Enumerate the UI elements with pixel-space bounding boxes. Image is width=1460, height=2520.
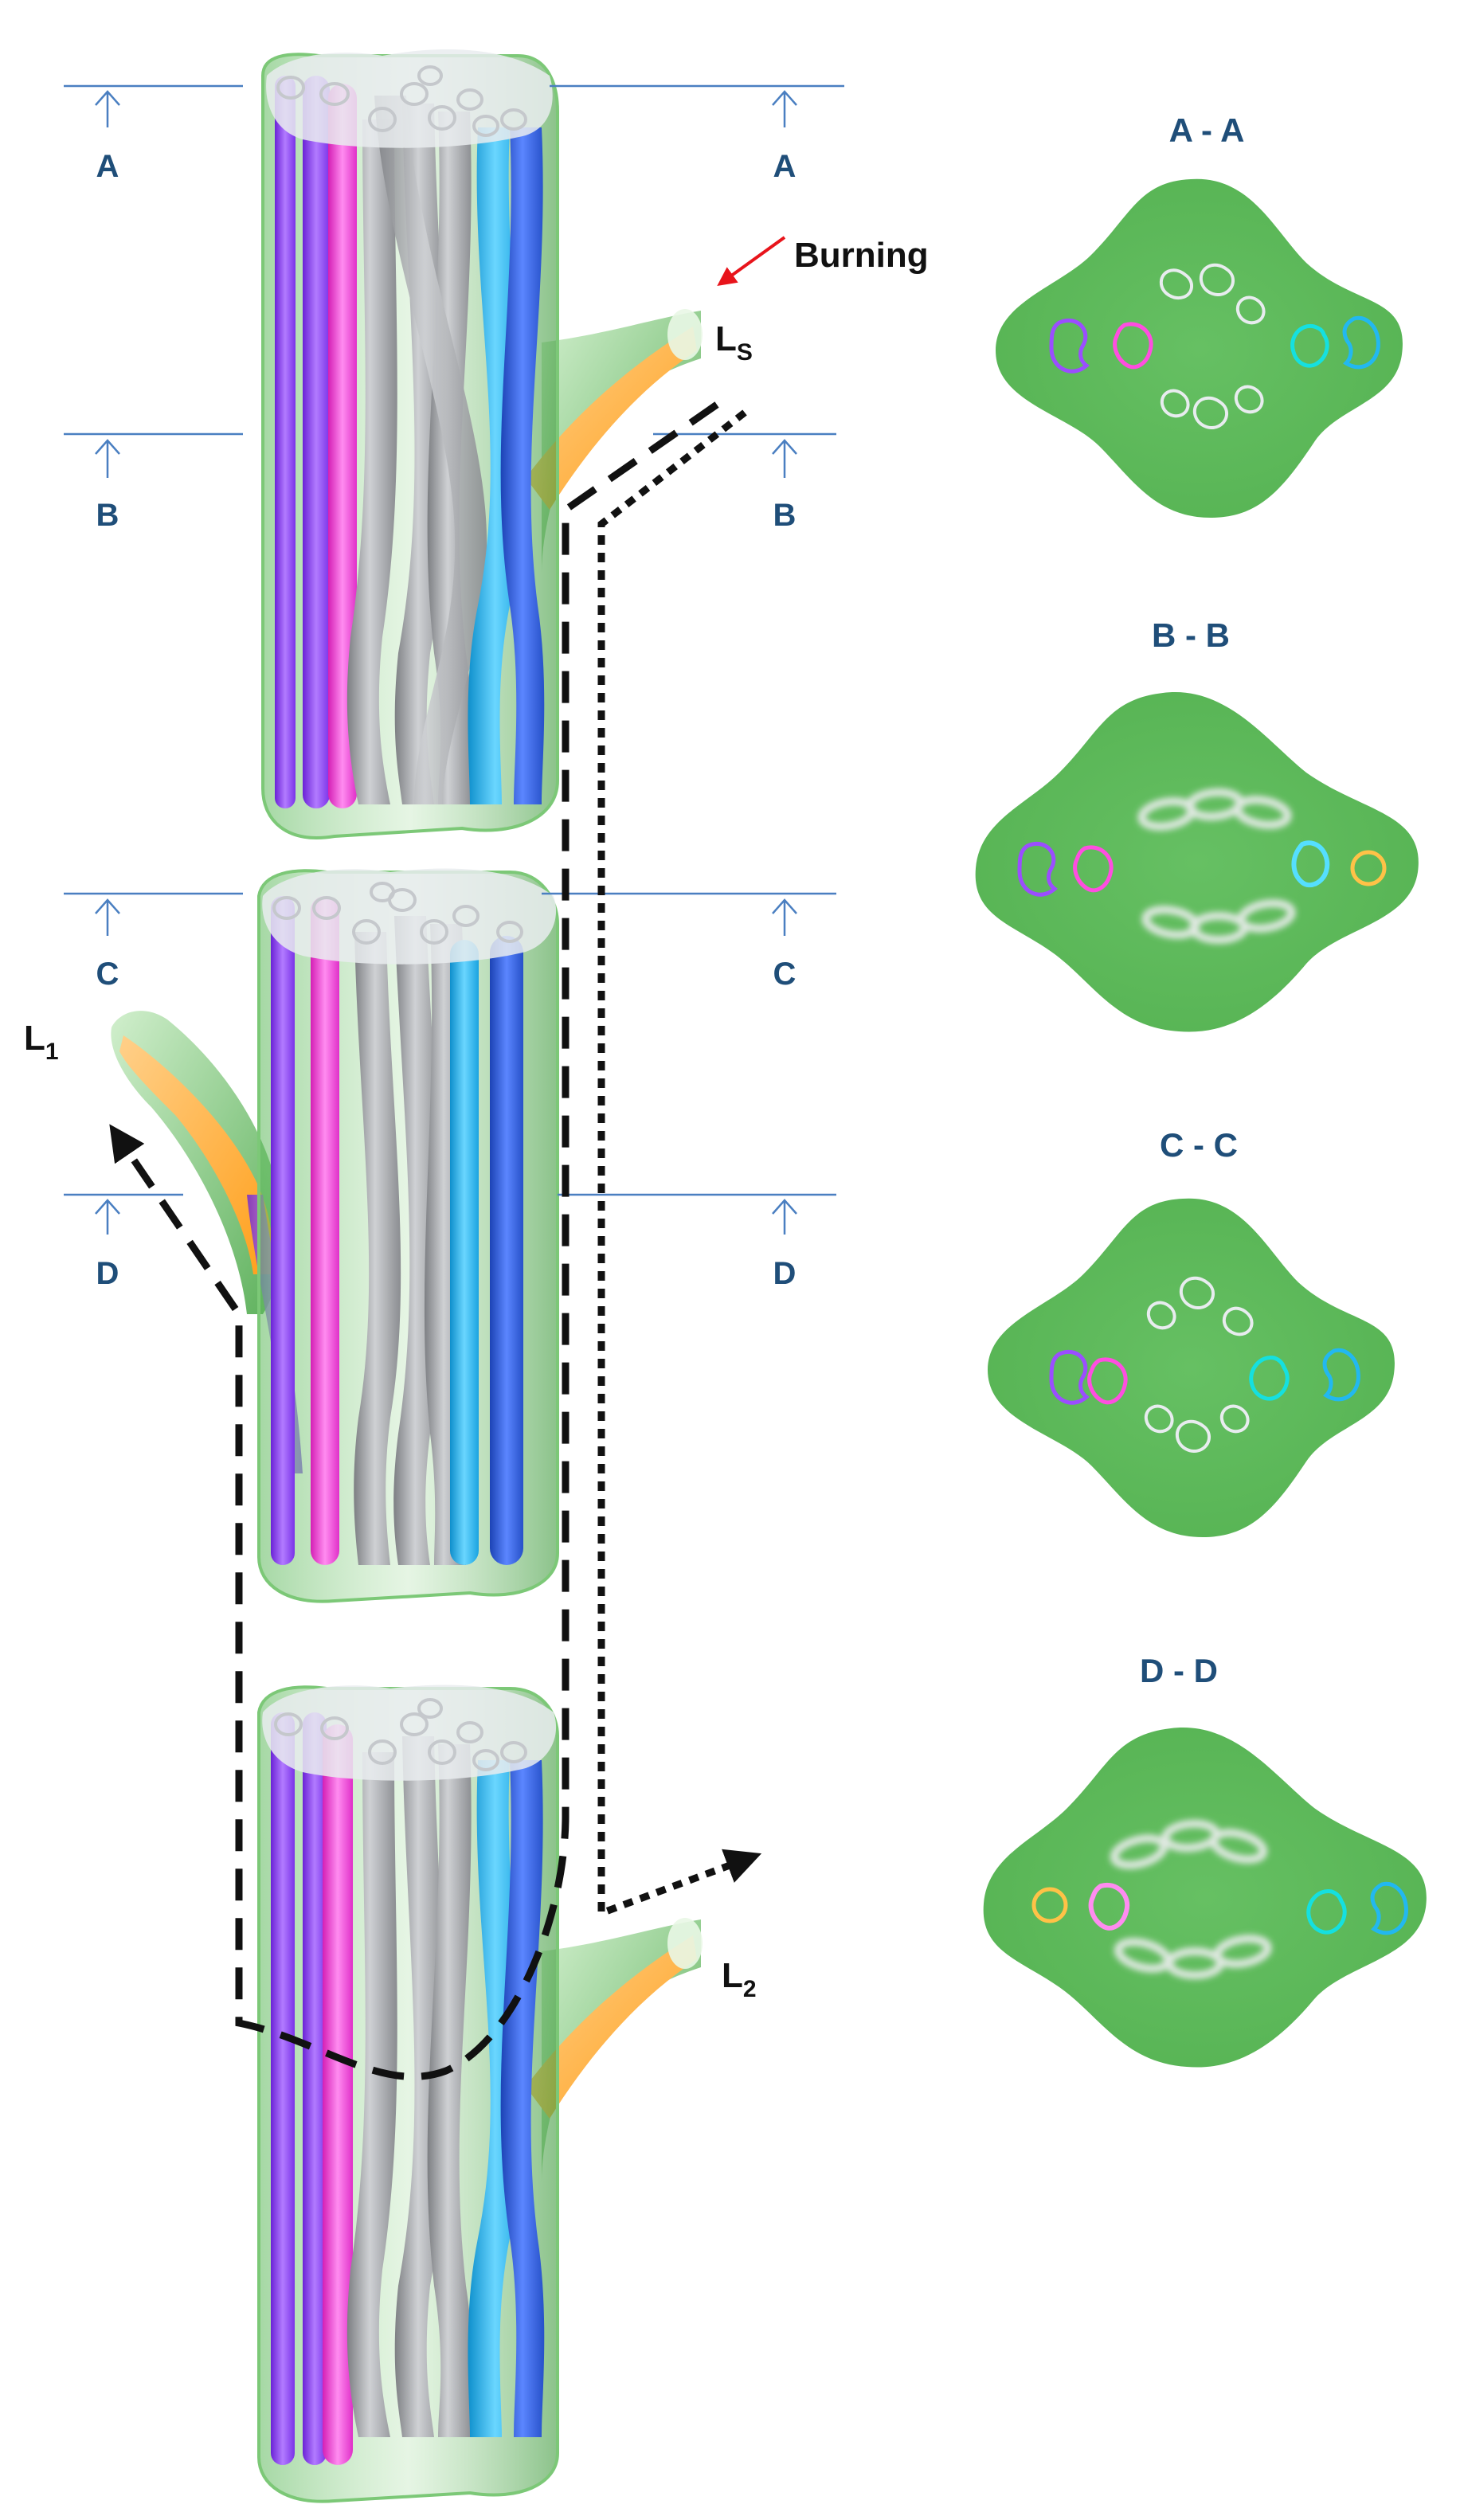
cross-section-d-d: D - D [983,1652,1427,2068]
dashed-path-l2-to-l1 [109,401,719,2080]
cross-section-c-c: C - C [988,1126,1395,1537]
stem-segment-1 [261,49,703,839]
stem-segment-3 [257,1685,703,2503]
cut-label-b-left: B [96,498,119,533]
cut-label-a-right: A [773,149,797,184]
cross-section-a-a: A - A [996,112,1403,518]
leaf-l2-petiole [542,1919,701,2182]
cross-section-b-b: B - B [975,616,1419,1032]
dotted-path-ls-to-l2 [597,409,762,1919]
cut-label-b-right: B [773,498,797,533]
stem-segment-2 [111,868,559,1603]
cut-label-c-left: C [96,957,119,992]
section-title-c-c: C - C [1160,1126,1238,1164]
leaf-label-l2: L2 [722,1956,757,2002]
leaf-ls-trace [526,327,697,510]
section-title-a-a: A - A [1169,112,1245,149]
leaf-label-ls: LS [715,319,753,366]
section-title-d-d: D - D [1140,1652,1218,1689]
cut-label-a-left: A [96,149,119,184]
section-title-b-b: B - B [1152,616,1230,654]
burning-arrow [717,236,786,287]
cut-label-d-left: D [96,1256,119,1291]
cut-label-d-right: D [773,1256,797,1291]
cut-label-c-right: C [773,957,797,992]
leaf-l2-trace [526,1935,697,2119]
leaf-label-l1: L1 [24,1019,59,1065]
cut-plane-d: D D [64,1193,836,1291]
leaf-l1-trace [119,1035,272,1274]
cut-plane-b: B B [64,432,836,533]
burning-label: Burning [794,236,929,275]
cut-plane-c: C C [64,892,836,992]
cut-plane-a: A A [64,84,844,184]
leaf-ls-petiole [542,311,701,573]
